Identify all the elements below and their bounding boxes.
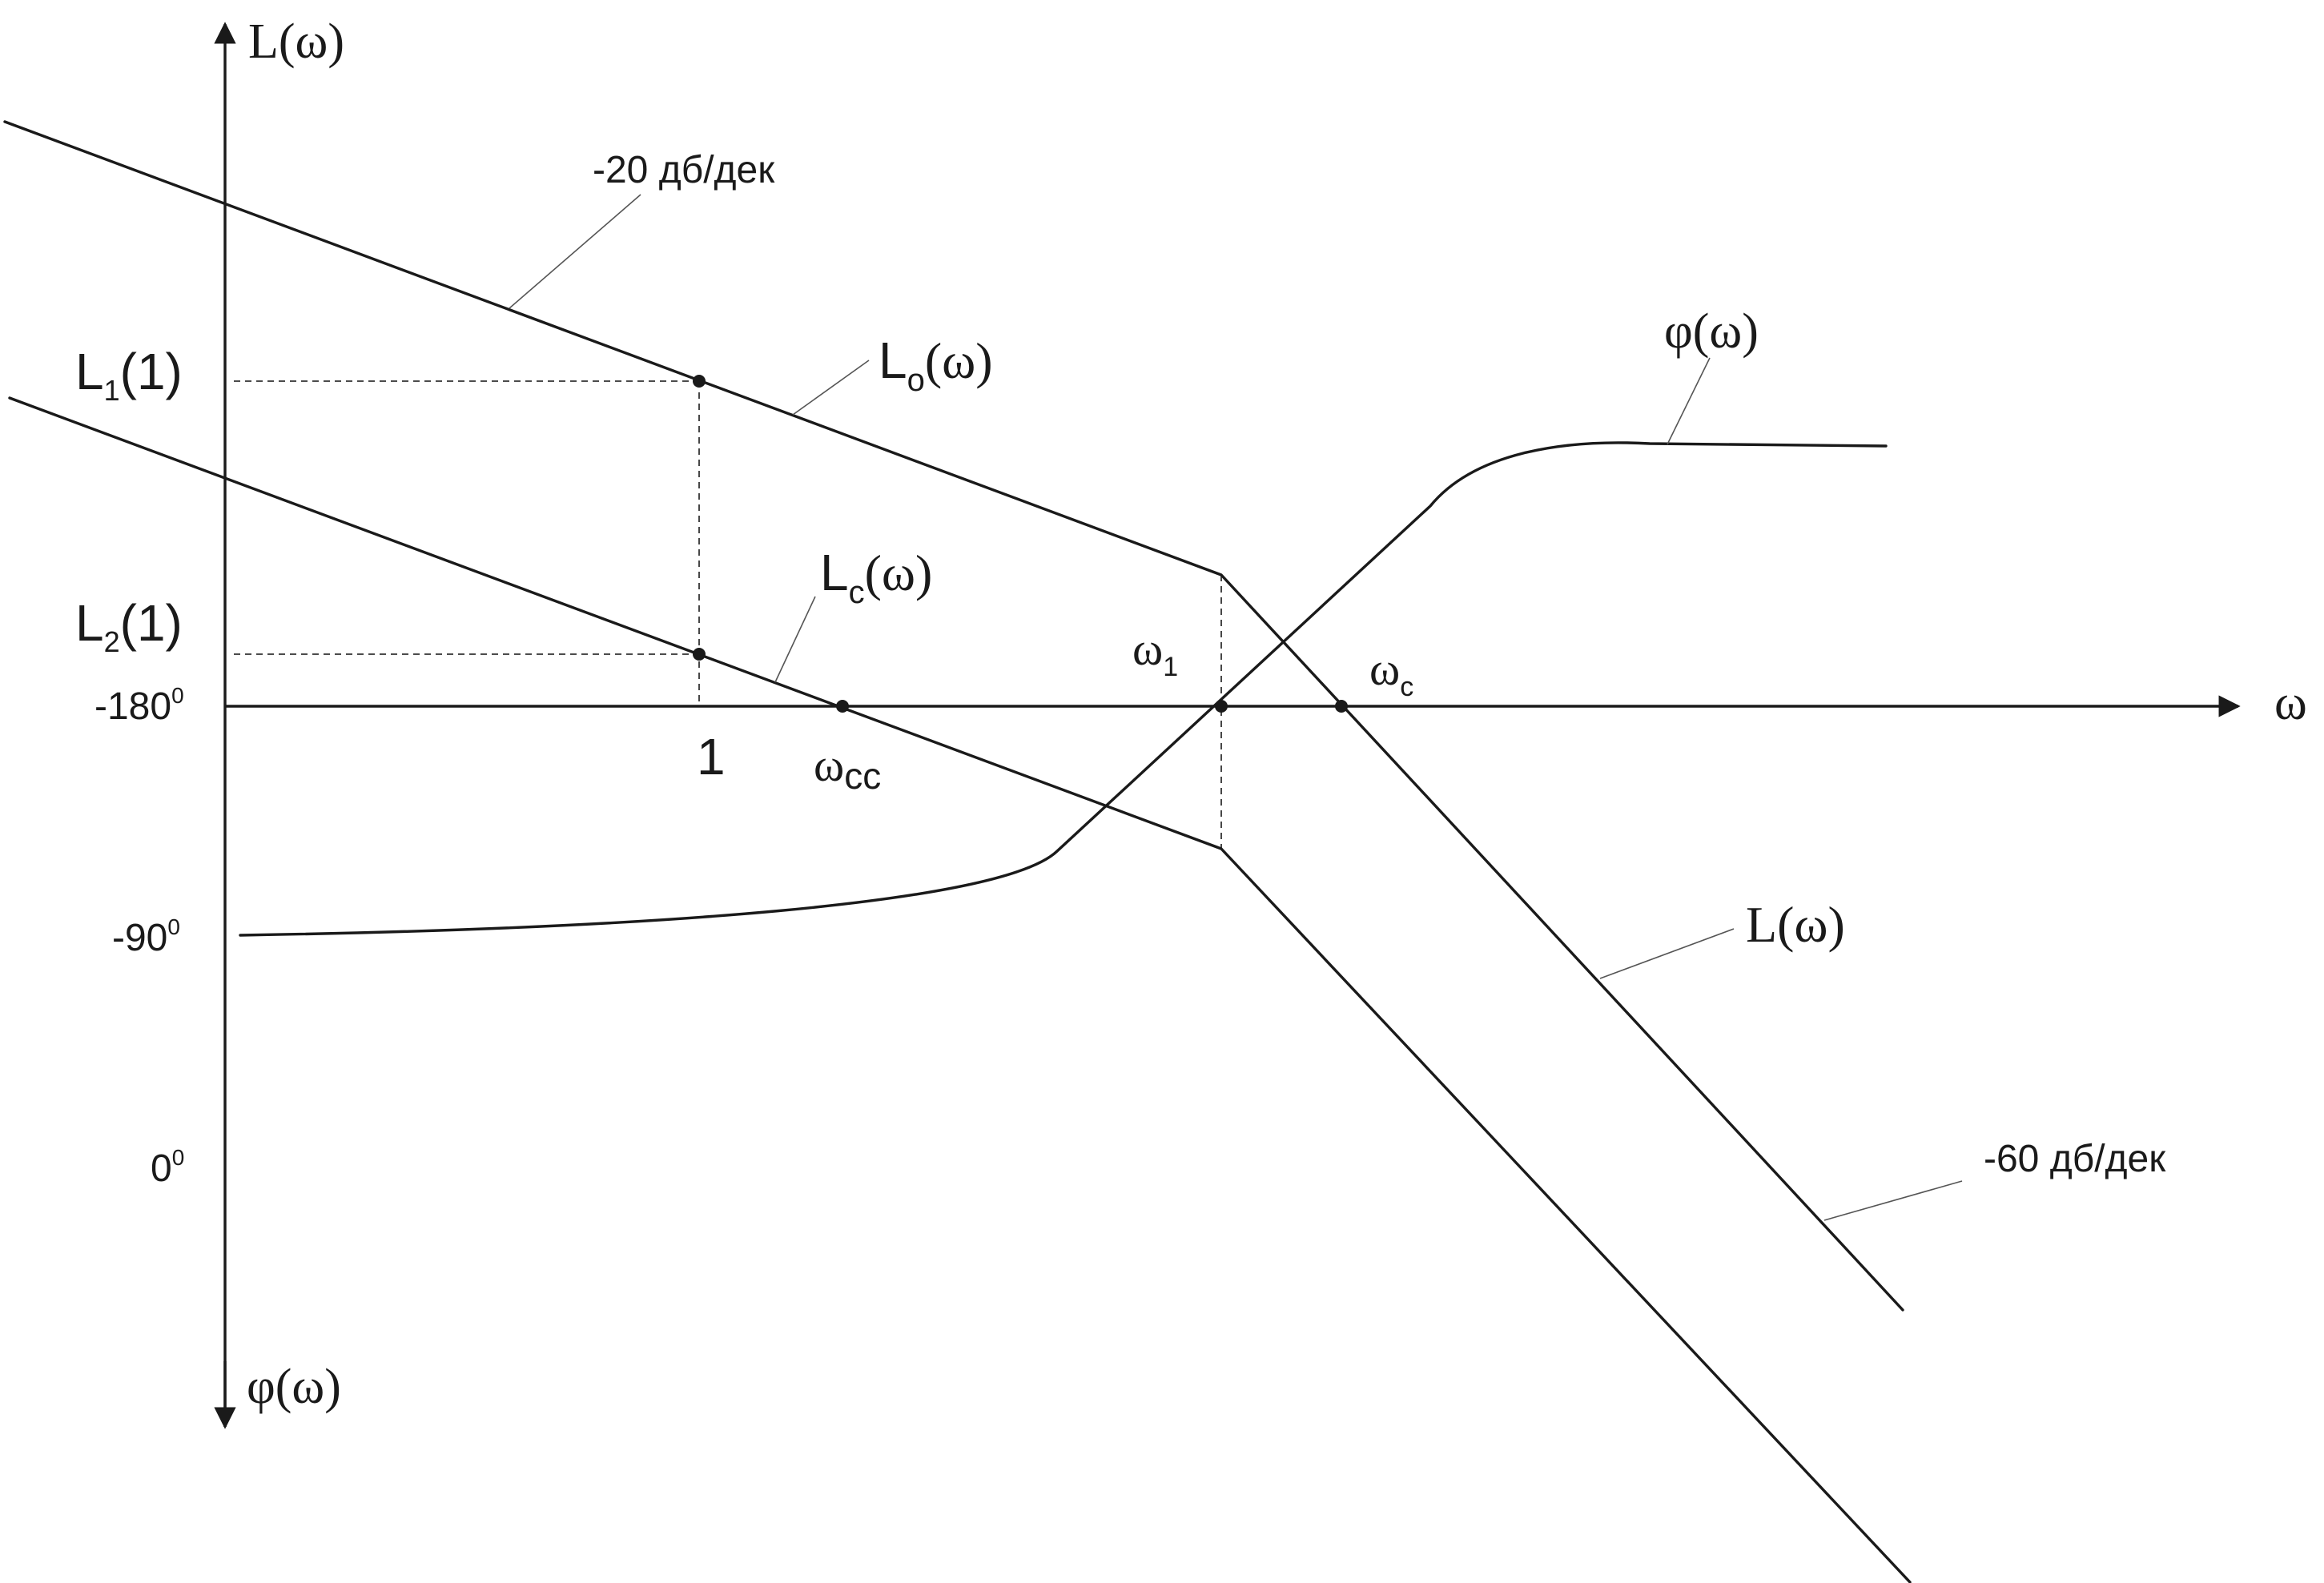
label-slope-bottom: -60 дб/дек xyxy=(1984,1138,2166,1180)
label-w-cc: ωcc xyxy=(814,739,881,797)
label-l: L(ω) xyxy=(1746,896,1845,953)
curve-lo xyxy=(3,120,1904,1312)
leader-l xyxy=(1599,928,1735,979)
point-w1 xyxy=(1215,700,1228,713)
point-w-c xyxy=(1335,700,1348,713)
axis-label-y-top: L(ω) xyxy=(248,14,344,69)
label-l2: L2(1) xyxy=(75,594,183,658)
label-phi: φ(ω) xyxy=(1664,304,1759,359)
label-w-c: ωc xyxy=(1369,643,1413,702)
label-lo: Lo(ω) xyxy=(879,331,993,398)
point-l2 xyxy=(693,648,706,661)
point-l1 xyxy=(693,375,706,388)
point-w-cc xyxy=(836,700,849,713)
leader-slope-bottom xyxy=(1823,1180,1963,1221)
label-lc: Lc(ω) xyxy=(820,544,932,610)
leader-slope-top xyxy=(509,194,641,309)
axis-label-x: ω xyxy=(2274,676,2307,730)
leader-lo xyxy=(792,360,870,416)
axis-label-y-bottom: φ(ω) xyxy=(247,1360,341,1414)
label-one: 1 xyxy=(697,728,726,785)
tick-minus-180: -1800 xyxy=(94,683,184,728)
label-l1: L1(1) xyxy=(75,343,183,407)
tick-minus-90: -900 xyxy=(112,914,180,959)
label-w1: ω1 xyxy=(1132,623,1178,682)
label-slope-top: -20 дб/дек xyxy=(593,149,775,191)
leader-lc xyxy=(774,596,816,683)
curve-phi xyxy=(239,441,1888,937)
curve-lc xyxy=(8,396,1912,1583)
tick-zero: 00 xyxy=(151,1145,184,1190)
leader-phi xyxy=(1667,357,1711,445)
